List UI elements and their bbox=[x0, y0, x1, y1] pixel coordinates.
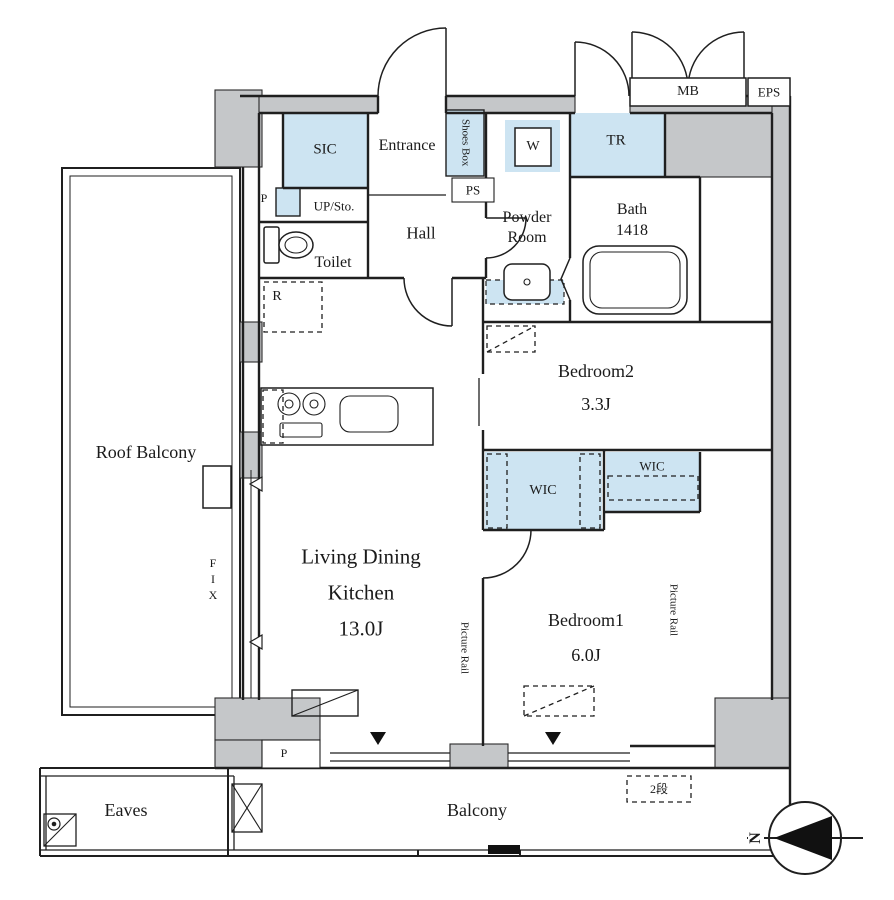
pipe-space bbox=[261, 739, 321, 769]
toilet-tank-icon bbox=[263, 226, 280, 264]
tr-door-arc bbox=[574, 41, 630, 97]
pipe-box bbox=[275, 187, 301, 217]
ldk-door-arc bbox=[403, 277, 453, 327]
label-bedroom1-size: 6.0J bbox=[571, 645, 601, 665]
label-bath-size: 1418 bbox=[616, 222, 648, 239]
label-washer: W bbox=[526, 139, 540, 154]
wic-left-shelf bbox=[486, 453, 508, 529]
label-shoes-box: Shoes Box bbox=[459, 119, 472, 167]
label-p-upper: P bbox=[260, 191, 268, 205]
wic-right-hanger bbox=[607, 475, 699, 501]
label-toilet: Toilet bbox=[314, 254, 352, 271]
label-balcony: Balcony bbox=[447, 800, 507, 820]
sic-room bbox=[283, 113, 368, 188]
label-eps: EPS bbox=[757, 84, 781, 100]
label-ldk-size: 13.0J bbox=[338, 616, 384, 641]
entrance-door-arc bbox=[377, 27, 447, 97]
label-ldk-line2: Kitchen bbox=[327, 580, 395, 605]
refrigerator-space bbox=[263, 281, 323, 333]
bath-folding-door bbox=[560, 257, 571, 301]
wic-left-shelf bbox=[579, 453, 601, 529]
label-powder-room: Powder Room bbox=[502, 209, 552, 246]
label-tr: TR bbox=[606, 132, 626, 149]
balcony-drain bbox=[488, 845, 520, 854]
label-tier-storage: 2段 bbox=[649, 782, 669, 796]
eaves-drain-box bbox=[43, 813, 77, 847]
tr-room bbox=[570, 113, 665, 177]
washing-machine-icon bbox=[514, 127, 552, 167]
label-sic: SIC bbox=[313, 141, 337, 158]
ac-unit-icon bbox=[202, 465, 232, 509]
counter-under-storage bbox=[262, 389, 284, 444]
label-up-sto: UP/Sto. bbox=[313, 198, 355, 214]
bedroom2-closet bbox=[486, 325, 536, 353]
drain-icon bbox=[47, 817, 61, 831]
label-roof-balcony: Roof Balcony bbox=[95, 442, 197, 462]
label-wic-right: WIC bbox=[639, 458, 665, 474]
balcony-access-marker-icon bbox=[370, 732, 386, 745]
label-picture-rail-left: Picture Rail bbox=[458, 621, 471, 675]
label-bedroom2: Bedroom2 bbox=[558, 361, 634, 381]
label-eaves: Eaves bbox=[104, 800, 148, 820]
label-bedroom1: Bedroom1 bbox=[548, 610, 624, 630]
tier-storage-box bbox=[626, 775, 692, 803]
balcony-hatch bbox=[231, 783, 263, 833]
window-marker-icon bbox=[248, 475, 263, 493]
mb-box bbox=[629, 77, 747, 107]
fixtures bbox=[202, 77, 791, 769]
eps-box bbox=[747, 77, 791, 107]
ps-box bbox=[451, 177, 495, 203]
label-entrance: Entrance bbox=[378, 137, 436, 154]
dashed-storage bbox=[262, 281, 699, 803]
doors bbox=[377, 27, 745, 579]
window-marker-icon bbox=[248, 633, 263, 651]
kitchen-sink-icon bbox=[339, 395, 399, 433]
label-p-lower: P bbox=[280, 746, 288, 760]
label-wic-left: WIC bbox=[529, 483, 557, 498]
label-bedroom2-size: 3.3J bbox=[581, 394, 611, 414]
label-picture-rail-right: Picture Rail bbox=[667, 583, 680, 637]
ldk-bench bbox=[291, 689, 359, 717]
shoes-box bbox=[445, 109, 485, 177]
label-ps: PS bbox=[465, 182, 481, 198]
bedroom1-futon bbox=[523, 685, 595, 717]
label-fix: FIX bbox=[206, 556, 220, 604]
label-hall: Hall bbox=[406, 223, 436, 243]
label-north: N bbox=[747, 830, 764, 846]
wic-right-room bbox=[606, 452, 700, 512]
wic-left-room bbox=[485, 452, 602, 530]
grill-icon bbox=[279, 422, 323, 438]
label-mb: MB bbox=[677, 84, 699, 99]
balcony-access-marker-icon bbox=[545, 732, 561, 745]
misc-marks bbox=[43, 475, 561, 854]
label-ldk-line1: Living Dining bbox=[301, 544, 421, 569]
north-arrow-icon bbox=[747, 801, 863, 875]
label-fridge: R bbox=[272, 289, 282, 304]
bedroom1-door-arc bbox=[482, 529, 532, 579]
powder-door-arc bbox=[485, 217, 527, 259]
blue-room-fills bbox=[275, 109, 700, 530]
label-bath: Bath bbox=[616, 201, 648, 218]
